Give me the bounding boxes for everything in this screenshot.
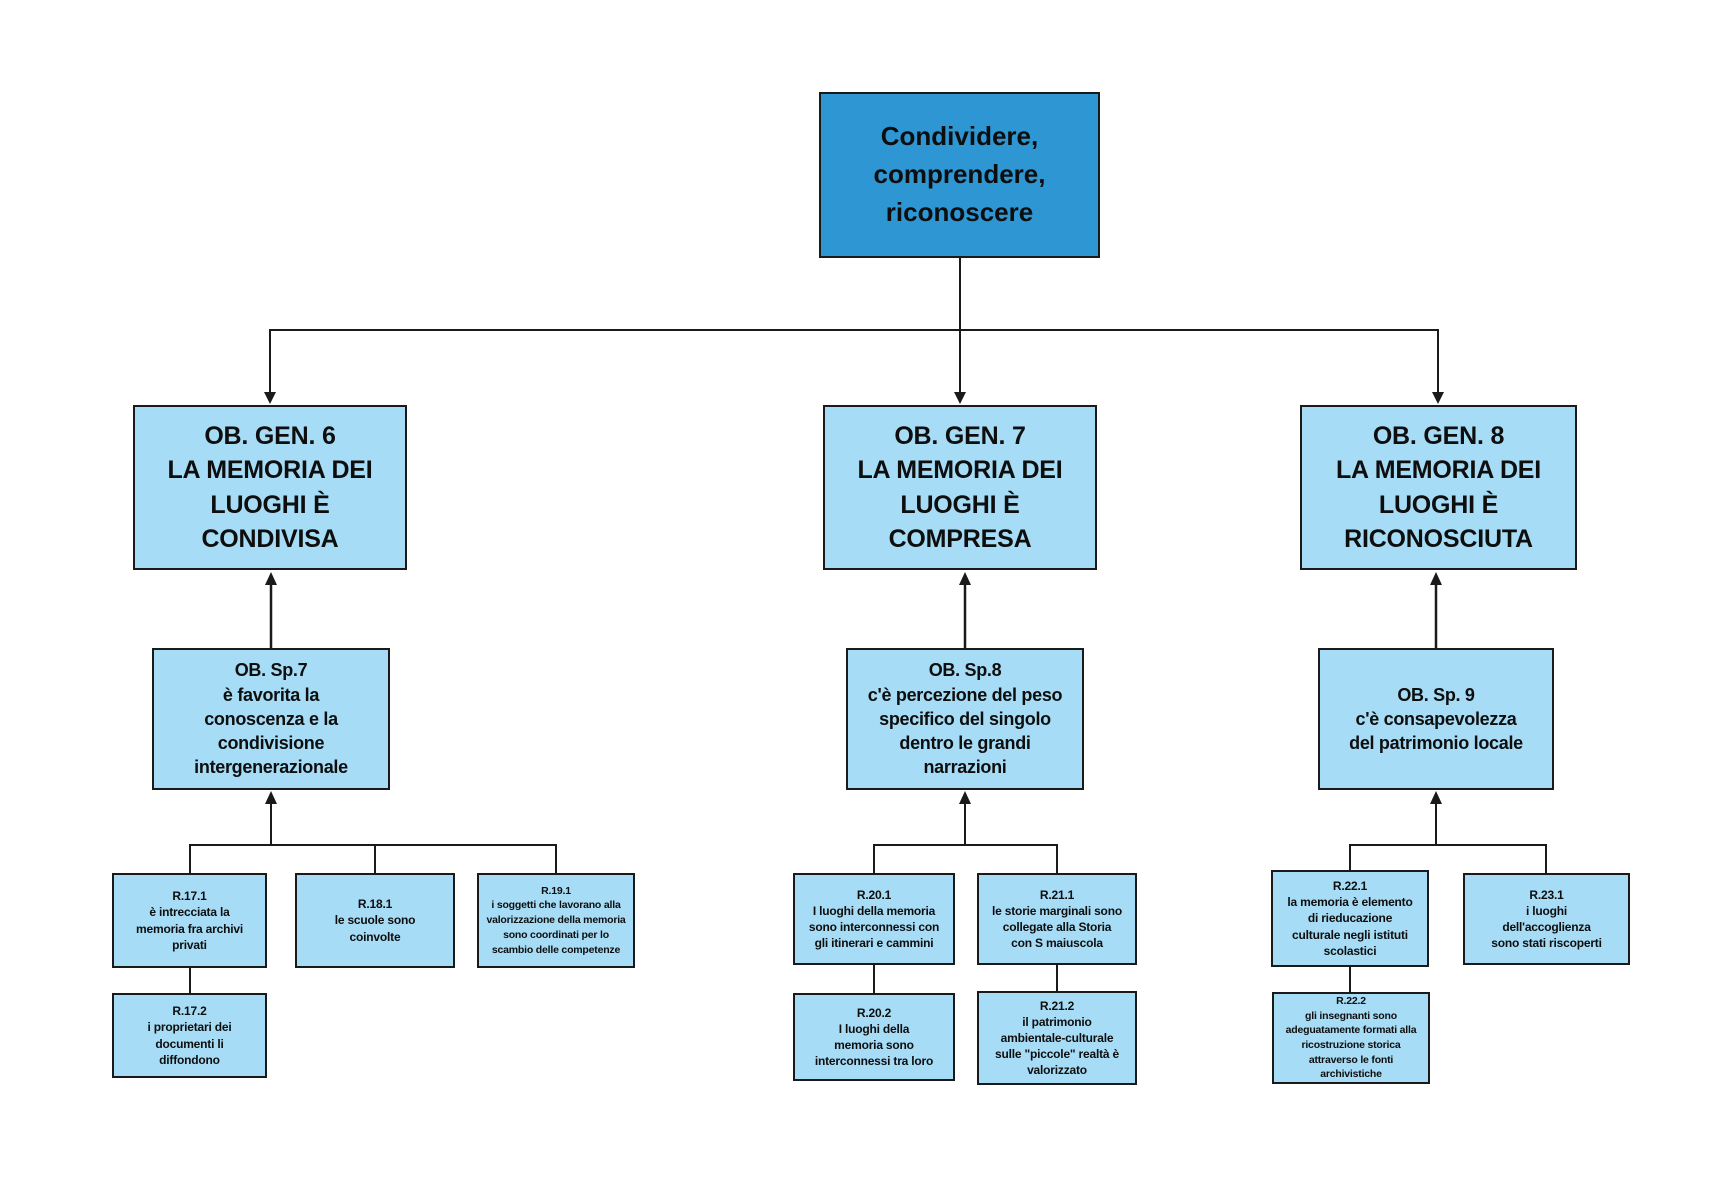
result-r21-1-body: le storie marginali sono collegate alla … [992,903,1122,951]
result-r19-1-code: R.19.1 [541,884,571,897]
ob-gen-8-title: OB. GEN. 8 [1372,421,1505,450]
result-r20-2-box: R.20.2 I luoghi della memoria sono inter… [793,993,955,1081]
result-r17-2-box: R.17.2 i proprietari dei documenti li di… [112,993,267,1078]
result-r21-2-body: il patrimonio ambientale-culturale sulle… [995,1014,1119,1078]
ob-gen-6-title: OB. GEN. 6 [204,421,336,450]
result-r22-2-code: R.22.2 [1336,994,1366,1007]
ob-sp-9-title: OB. Sp. 9 [1397,684,1475,705]
ob-sp-9-body: c'è consapevolezza del patrimonio locale [1349,708,1523,754]
root-box: Condividere, comprendere, riconoscere [819,92,1100,258]
result-r20-2-code: R.20.2 [856,1005,892,1020]
result-r17-1-box: R.17.1 è intrecciata la memoria fra arch… [112,873,267,968]
ob-sp-7-box: OB. Sp.7 è favorita la conoscenza e la c… [152,648,390,790]
result-r17-2-body: i proprietari dei documenti li diffondon… [147,1020,232,1067]
result-r20-2-body: I luoghi della memoria sono interconness… [814,1021,934,1069]
result-r18-1-body: le scuole sono coinvolte [334,913,416,944]
ob-sp-7-title: OB. Sp.7 [234,660,308,681]
result-r18-1-code: R.18.1 [357,897,393,912]
result-r17-1-code: R.17.1 [172,889,207,904]
ob-gen-7-body: LA MEMORIA DEI LUOGHI È COMPRESA [857,456,1063,553]
result-r20-1-code: R.20.1 [856,887,892,902]
result-r19-1-box: R.19.1 i soggetti che lavorano alla valo… [477,873,635,968]
result-r23-1-body: i luoghi dell'accoglienza sono stati ris… [1491,903,1602,951]
result-r22-2-body: gli insegnanti sono adeguatamente format… [1285,1009,1417,1081]
result-r17-1-body: è intrecciata la memoria fra archivi pri… [136,905,243,952]
ob-sp-8-box: OB. Sp.8 c'è percezione del peso specifi… [846,648,1084,790]
result-r21-2-code: R.21.2 [1039,998,1075,1013]
result-r22-1-body: la memoria è elemento di rieducazione cu… [1287,895,1413,958]
result-r21-1-code: R.21.1 [1039,887,1075,902]
result-r20-1-box: R.20.1 I luoghi della memoria sono inter… [793,873,955,965]
result-r20-1-body: I luoghi della memoria sono interconness… [808,903,940,951]
result-r22-2-box: R.22.2 gli insegnanti sono adeguatamente… [1272,992,1430,1084]
ob-gen-7-title: OB. GEN. 7 [894,421,1026,450]
result-r23-1-box: R.23.1 i luoghi dell'accoglienza sono st… [1463,873,1630,965]
result-r22-1-box: R.22.1 la memoria è elemento di rieducaz… [1271,870,1429,967]
result-r22-1-code: R.22.1 [1332,879,1368,894]
result-r21-2-box: R.21.2 il patrimonio ambientale-cultural… [977,991,1137,1085]
ob-gen-6-body: LA MEMORIA DEI LUOGHI È CONDIVISA [167,456,373,553]
root-title: Condividere, comprendere, riconoscere [873,121,1046,227]
result-r19-1-body: i soggetti che lavorano alla valorizzazi… [486,899,626,956]
result-r21-1-box: R.21.1 le storie marginali sono collegat… [977,873,1137,965]
connector-root-to-generals [264,258,1444,404]
result-r17-2-code: R.17.2 [172,1004,207,1019]
ob-gen-8-body: LA MEMORIA DEI LUOGHI È RICONOSCIUTA [1335,456,1542,553]
ob-sp-7-body: è favorita la conoscenza e la condivisio… [194,684,348,778]
result-r23-1-code: R.23.1 [1529,887,1564,902]
ob-sp-9-box: OB. Sp. 9 c'è consapevolezza del patrimo… [1318,648,1554,790]
ob-sp-8-title: OB. Sp.8 [928,660,1002,681]
connectors-results-to-specific [189,791,1547,874]
connectors-result-rows [189,964,1351,994]
connectors-specific-to-general [265,572,1442,648]
ob-gen-6-box: OB. GEN. 6 LA MEMORIA DEI LUOGHI È CONDI… [133,405,407,570]
ob-gen-7-box: OB. GEN. 7 LA MEMORIA DEI LUOGHI È COMPR… [823,405,1097,570]
ob-gen-8-box: OB. GEN. 8 LA MEMORIA DEI LUOGHI È RICON… [1300,405,1577,570]
result-r18-1-box: R.18.1 le scuole sono coinvolte [295,873,455,968]
ob-sp-8-body: c'è percezione del peso specifico del si… [867,684,1063,778]
